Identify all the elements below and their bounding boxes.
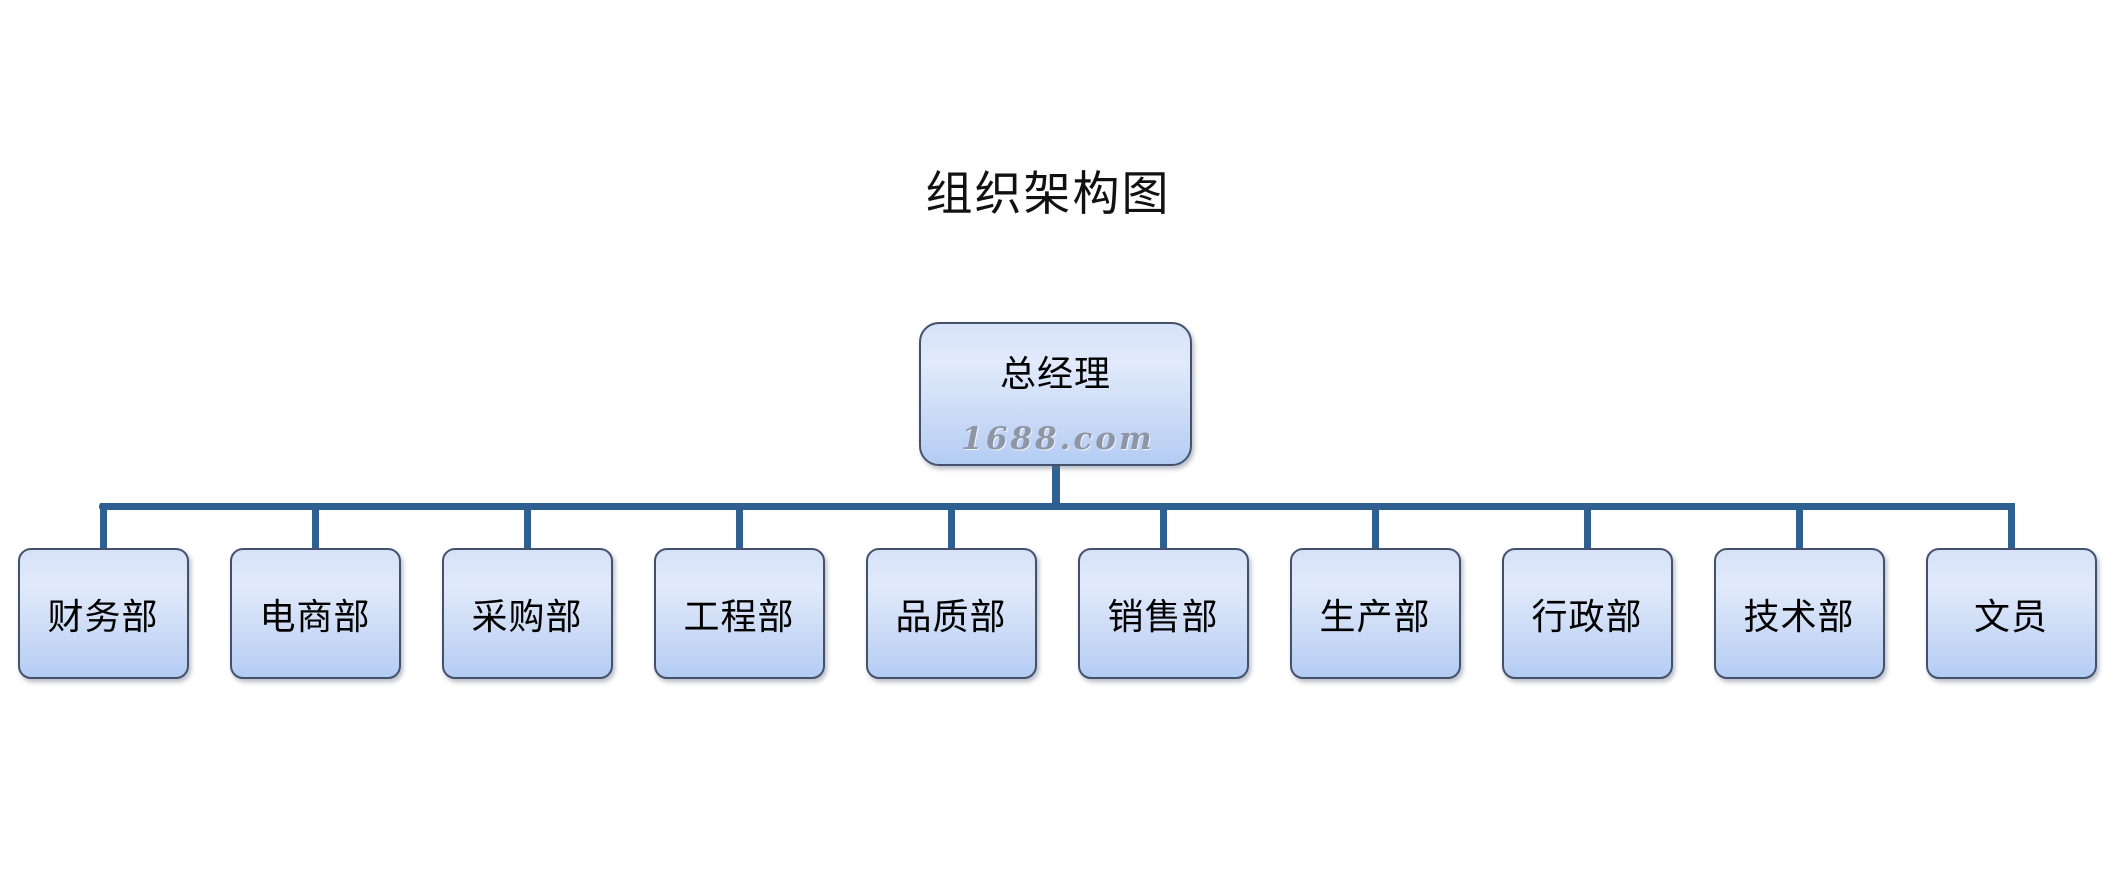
org-box-dept-8: 行政部 [1501, 548, 1673, 679]
connector-drop-dept-9 [1795, 503, 1803, 549]
connector-drop-dept-4 [735, 503, 743, 549]
root-box-label: 总经理 [999, 353, 1111, 394]
org-box-dept-9: 技术部 [1713, 548, 1885, 679]
dept-box-label: 电商部 [259, 595, 371, 637]
connector-drop-dept-6 [1159, 503, 1167, 549]
dept-box-label: 工程部 [683, 595, 795, 637]
connector-root-drop [1052, 464, 1060, 510]
dept-box-label: 财务部 [47, 595, 159, 637]
connector-drop-dept-10 [2007, 503, 2015, 549]
org-box-dept-2: 电商部 [229, 548, 401, 679]
org-box-dept-5: 品质部 [865, 548, 1037, 679]
connector-drop-dept-5 [947, 503, 955, 549]
dept-box-label: 销售部 [1107, 595, 1219, 637]
org-box-dept-6: 销售部 [1077, 548, 1249, 679]
dept-box-label: 品质部 [895, 595, 1007, 637]
connector-drop-dept-8 [1583, 503, 1591, 549]
dept-box-label: 生产部 [1319, 595, 1431, 637]
org-box-dept-10: 文员 [1925, 548, 2097, 679]
dept-box-label: 技术部 [1743, 595, 1855, 637]
org-box-dept-1: 财务部 [17, 548, 189, 679]
dept-box-label: 文员 [1973, 595, 2048, 637]
org-box-root: 总经理 [919, 322, 1192, 466]
connector-drop-dept-2 [311, 503, 319, 549]
dept-box-label: 采购部 [471, 595, 583, 637]
connector-drop-dept-3 [523, 503, 531, 549]
org-box-dept-4: 工程部 [653, 548, 825, 679]
org-box-dept-7: 生产部 [1289, 548, 1461, 679]
connector-drop-dept-1 [99, 503, 107, 549]
dept-box-label: 行政部 [1531, 595, 1643, 637]
org-box-dept-3: 采购部 [441, 548, 613, 679]
connector-drop-dept-7 [1371, 503, 1379, 549]
chart-title: 组织架构图 [925, 167, 1171, 220]
